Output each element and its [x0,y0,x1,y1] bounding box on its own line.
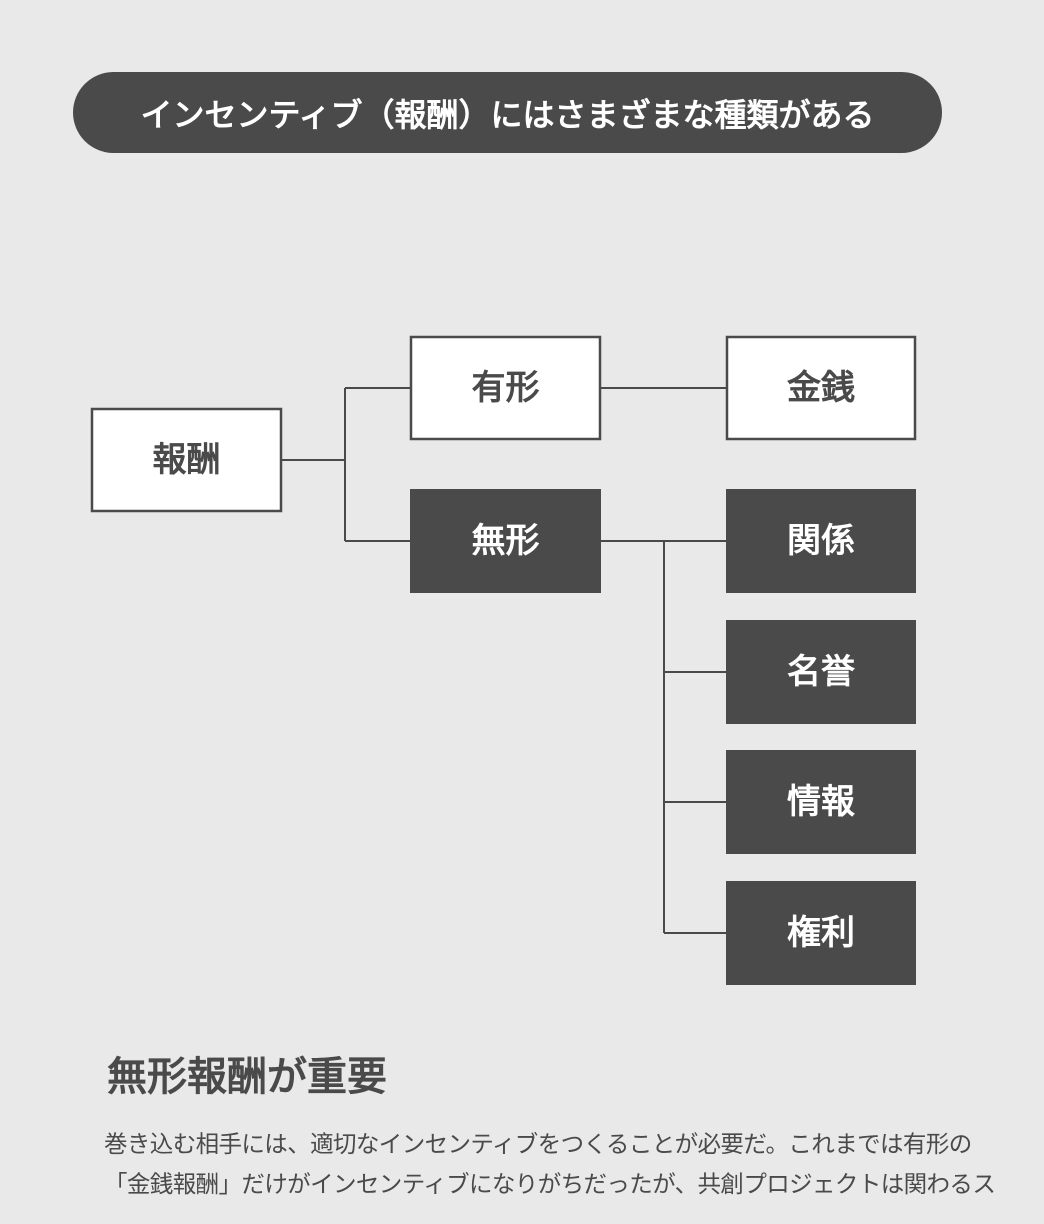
node-reward-box [90,407,283,513]
node-intangible: 無形 [410,489,601,593]
node-intangible-label: 無形 [472,521,540,561]
page-title: インセンティブ（報酬）にはさまざまな種類がある [140,95,875,134]
node-intangible-box [410,489,601,593]
body-line-2: 「金銭報酬」だけがインセンティブになりがちだったが、共創プロジェクトは関わるス [104,1170,996,1198]
node-money-label: 金銭 [786,368,855,408]
section-heading: 無形報酬が重要 [107,1054,387,1100]
node-rights: 権利 [726,881,916,985]
node-rights-label: 権利 [787,913,855,953]
node-information: 情報 [726,750,916,854]
node-honor: 名誉 [726,620,916,724]
node-tangible: 有形 [409,335,602,441]
node-relationship-label: 関係 [787,521,855,561]
node-reward: 報酬 [90,407,283,513]
node-tangible-label: 有形 [472,368,540,408]
node-money: 金銭 [725,335,917,441]
node-rights-box [726,881,916,985]
node-relationship: 関係 [726,489,916,593]
node-honor-label: 名誉 [787,652,856,692]
node-information-box [726,750,916,854]
node-information-label: 情報 [787,782,855,822]
node-tangible-box [409,335,602,441]
node-reward-label: 報酬 [153,440,221,480]
node-honor-box [726,620,916,724]
body-line-1: 巻き込む相手には、適切なインセンティブをつくることが必要だ。これまでは有形の [104,1130,972,1158]
tree-connectors [281,387,726,934]
title-banner: インセンティブ（報酬）にはさまざまな種類がある [73,72,942,153]
node-relationship-box [726,489,916,593]
body-paragraph: 巻き込む相手には、適切なインセンティブをつくることが必要だ。これまでは有形の 「… [104,1124,996,1204]
node-money-box [725,335,917,441]
